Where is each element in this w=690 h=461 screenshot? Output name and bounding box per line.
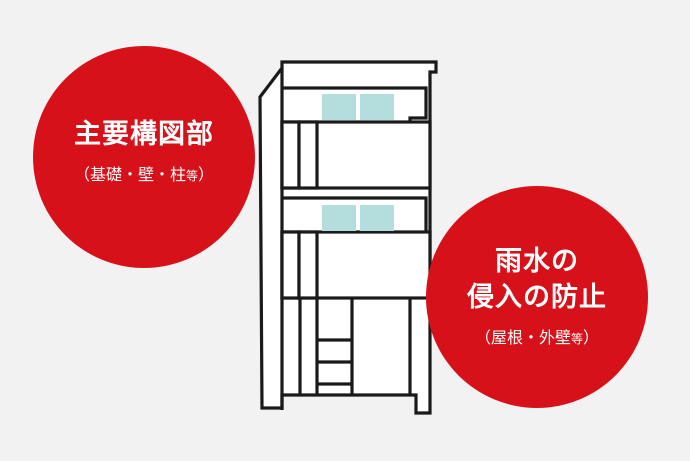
roof-line <box>282 86 428 122</box>
structure-subtitle: （基礎・壁・柱等） <box>74 163 214 188</box>
balcony-post-upper <box>280 120 301 190</box>
middle-floor-line <box>282 196 428 232</box>
structure-subtitle-small: 等 <box>185 168 198 183</box>
window-upper-right <box>360 94 394 120</box>
ground-floor-walls <box>298 298 412 395</box>
structure-title: 主要構図部 <box>74 118 214 150</box>
rainwater-subtitle-close: ） <box>583 327 600 347</box>
balcony-rail-lower <box>297 230 319 300</box>
structure-callout: 主要構図部 （基礎・壁・柱等） <box>33 46 255 268</box>
rainwater-subtitle: （屋根・外壁等） <box>475 326 599 351</box>
rainwater-subtitle-main: （屋根・外壁 <box>474 327 571 347</box>
rainwater-title-line2: 侵入の防止 <box>467 281 607 313</box>
balcony-post-lower <box>280 230 301 300</box>
structure-subtitle-main: （基礎・壁・柱 <box>73 164 186 184</box>
entrance-steps <box>315 298 352 395</box>
structure-subtitle-close: ） <box>198 164 215 184</box>
rainwater-callout: 雨水の 侵入の防止 （屋根・外壁等） <box>426 186 648 408</box>
balcony-rail-upper <box>297 120 319 190</box>
window-lower-left <box>322 205 356 231</box>
window-lower-right <box>360 205 394 231</box>
window-upper-left <box>322 94 356 120</box>
rainwater-title-line1: 雨水の <box>495 245 579 277</box>
rainwater-subtitle-small: 等 <box>570 331 583 346</box>
